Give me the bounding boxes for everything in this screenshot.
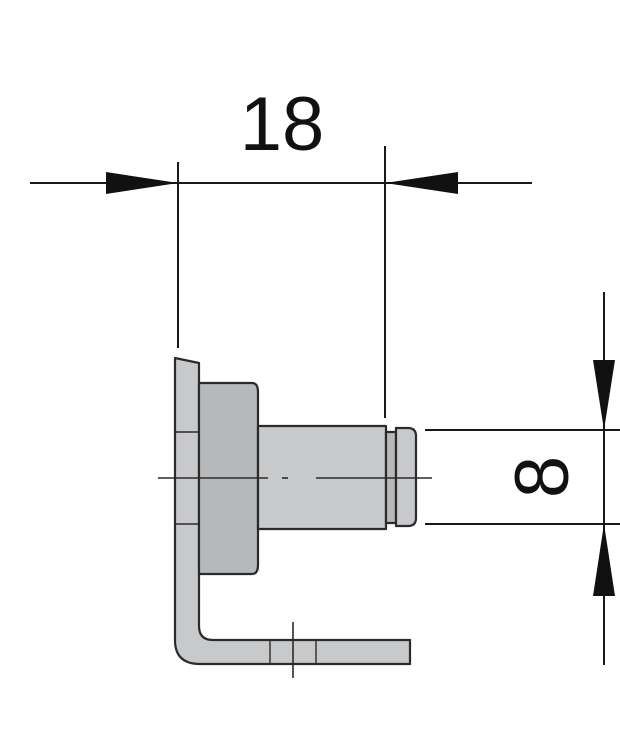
hinge-part [158, 356, 432, 678]
width-dimension: 18 [30, 82, 532, 418]
shaft-tip [394, 426, 418, 528]
width-arrow-right [385, 172, 458, 194]
width-label: 18 [240, 82, 325, 167]
diameter-label: 8 [500, 456, 585, 498]
diameter-dimension: 8 [425, 292, 620, 665]
diameter-arrow-top [593, 360, 615, 430]
diameter-arrow-bottom [593, 524, 615, 596]
width-arrow-left [106, 172, 178, 194]
